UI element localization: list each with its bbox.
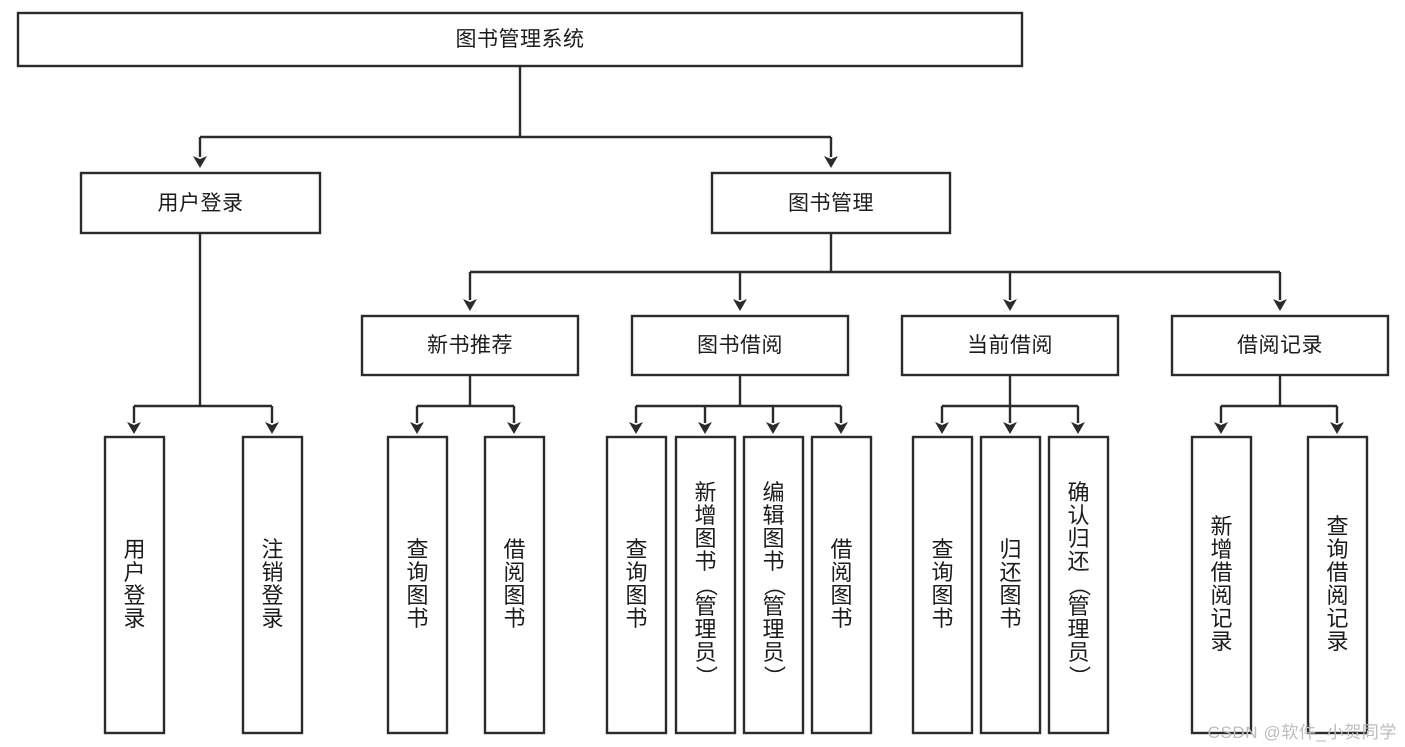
leaf-query-book-1-box[interactable]: [386, 435, 449, 735]
node-root-box[interactable]: [16, 11, 1024, 68]
node-borrow-record-box[interactable]: [1170, 314, 1390, 377]
leaf-add-record-box[interactable]: [1190, 435, 1253, 735]
leaf-return-book-box[interactable]: [979, 435, 1042, 735]
leaf-confirm-return-box[interactable]: [1047, 435, 1110, 735]
node-book-borrow-box[interactable]: [630, 314, 850, 377]
node-user-login-box[interactable]: [79, 171, 322, 235]
node-book-manage-box[interactable]: [710, 171, 952, 235]
leaf-borrow-book-2-box[interactable]: [810, 435, 873, 735]
leaf-edit-book-box[interactable]: [742, 435, 805, 735]
leaf-user-login-box[interactable]: [103, 435, 166, 735]
leaf-borrow-book-1-box[interactable]: [483, 435, 546, 735]
leaf-user-logout-box[interactable]: [241, 435, 304, 735]
node-current-borrow-box[interactable]: [900, 314, 1120, 377]
leaf-query-book-2-box[interactable]: [605, 435, 668, 735]
node-new-book-rec-box[interactable]: [360, 314, 580, 377]
leaf-add-book-box[interactable]: [674, 435, 737, 735]
leaf-query-book-3-box[interactable]: [911, 435, 974, 735]
leaf-query-record-box[interactable]: [1306, 435, 1369, 735]
